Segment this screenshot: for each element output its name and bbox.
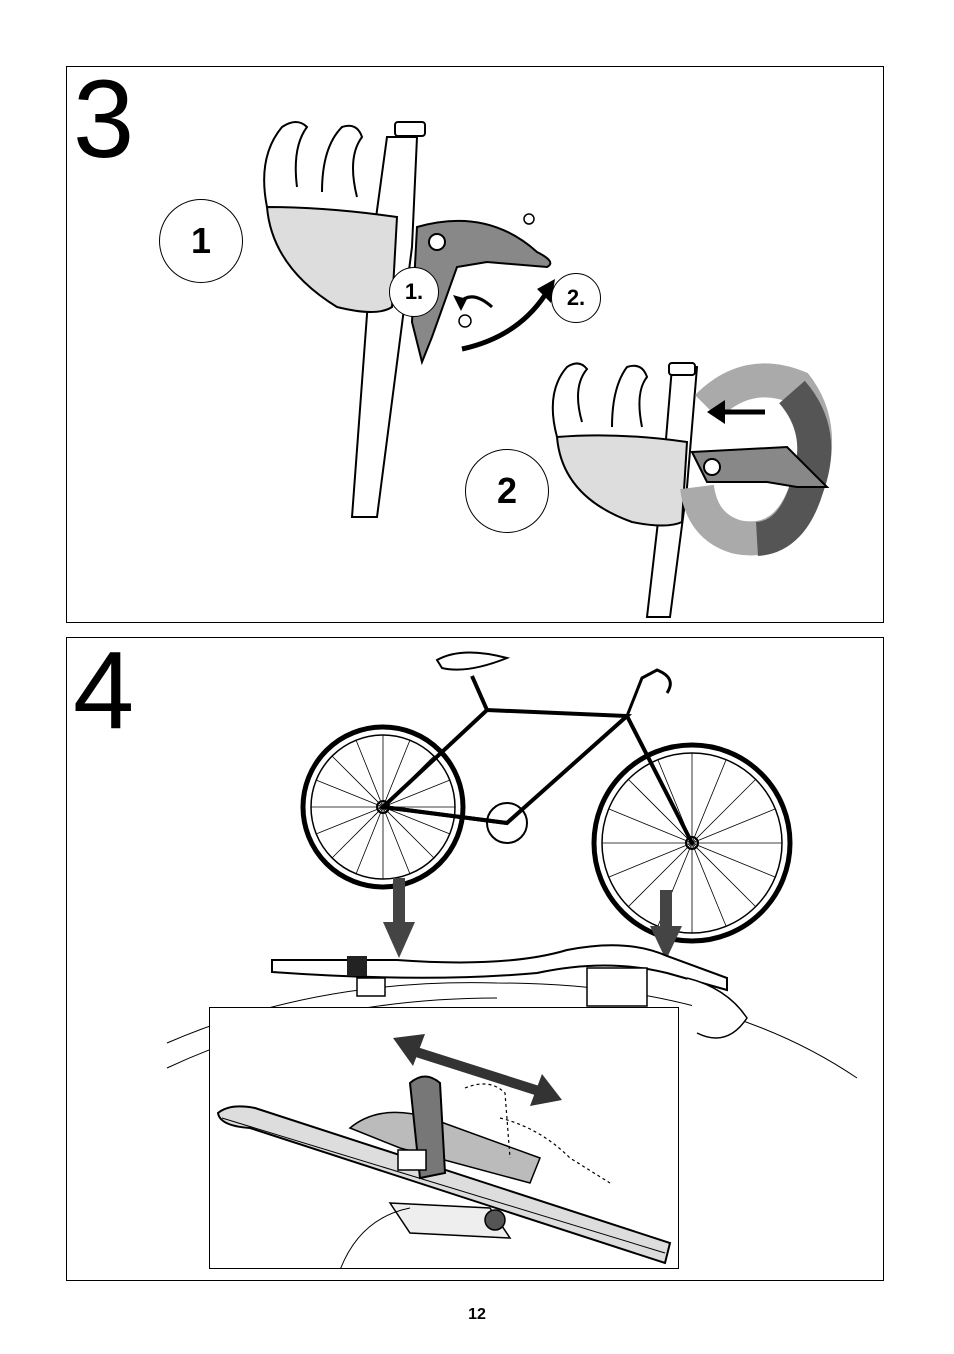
bicycle <box>303 652 790 941</box>
down-arrow-rear <box>393 878 405 924</box>
down-arrow-front <box>660 890 672 928</box>
page-number: 12 <box>0 1306 954 1324</box>
sub-step-2-circle: 2 <box>465 449 549 533</box>
strap-adjust-detail <box>210 1008 679 1269</box>
step-3-illustration <box>67 67 885 624</box>
holder-body-1 <box>267 207 397 312</box>
action-1-circle: 1. <box>389 267 439 317</box>
sub-step-1-circle: 1 <box>159 199 243 283</box>
detail-inset <box>209 1007 679 1269</box>
rotate-arrow <box>462 295 545 349</box>
step-3-panel: 3 1 1. 2. 2 <box>66 66 884 623</box>
holder-body-2 <box>557 435 687 525</box>
action-2-circle: 2. <box>551 273 601 323</box>
step-4-panel: 4 <box>66 637 884 1281</box>
frame-tube-upper <box>352 137 417 517</box>
